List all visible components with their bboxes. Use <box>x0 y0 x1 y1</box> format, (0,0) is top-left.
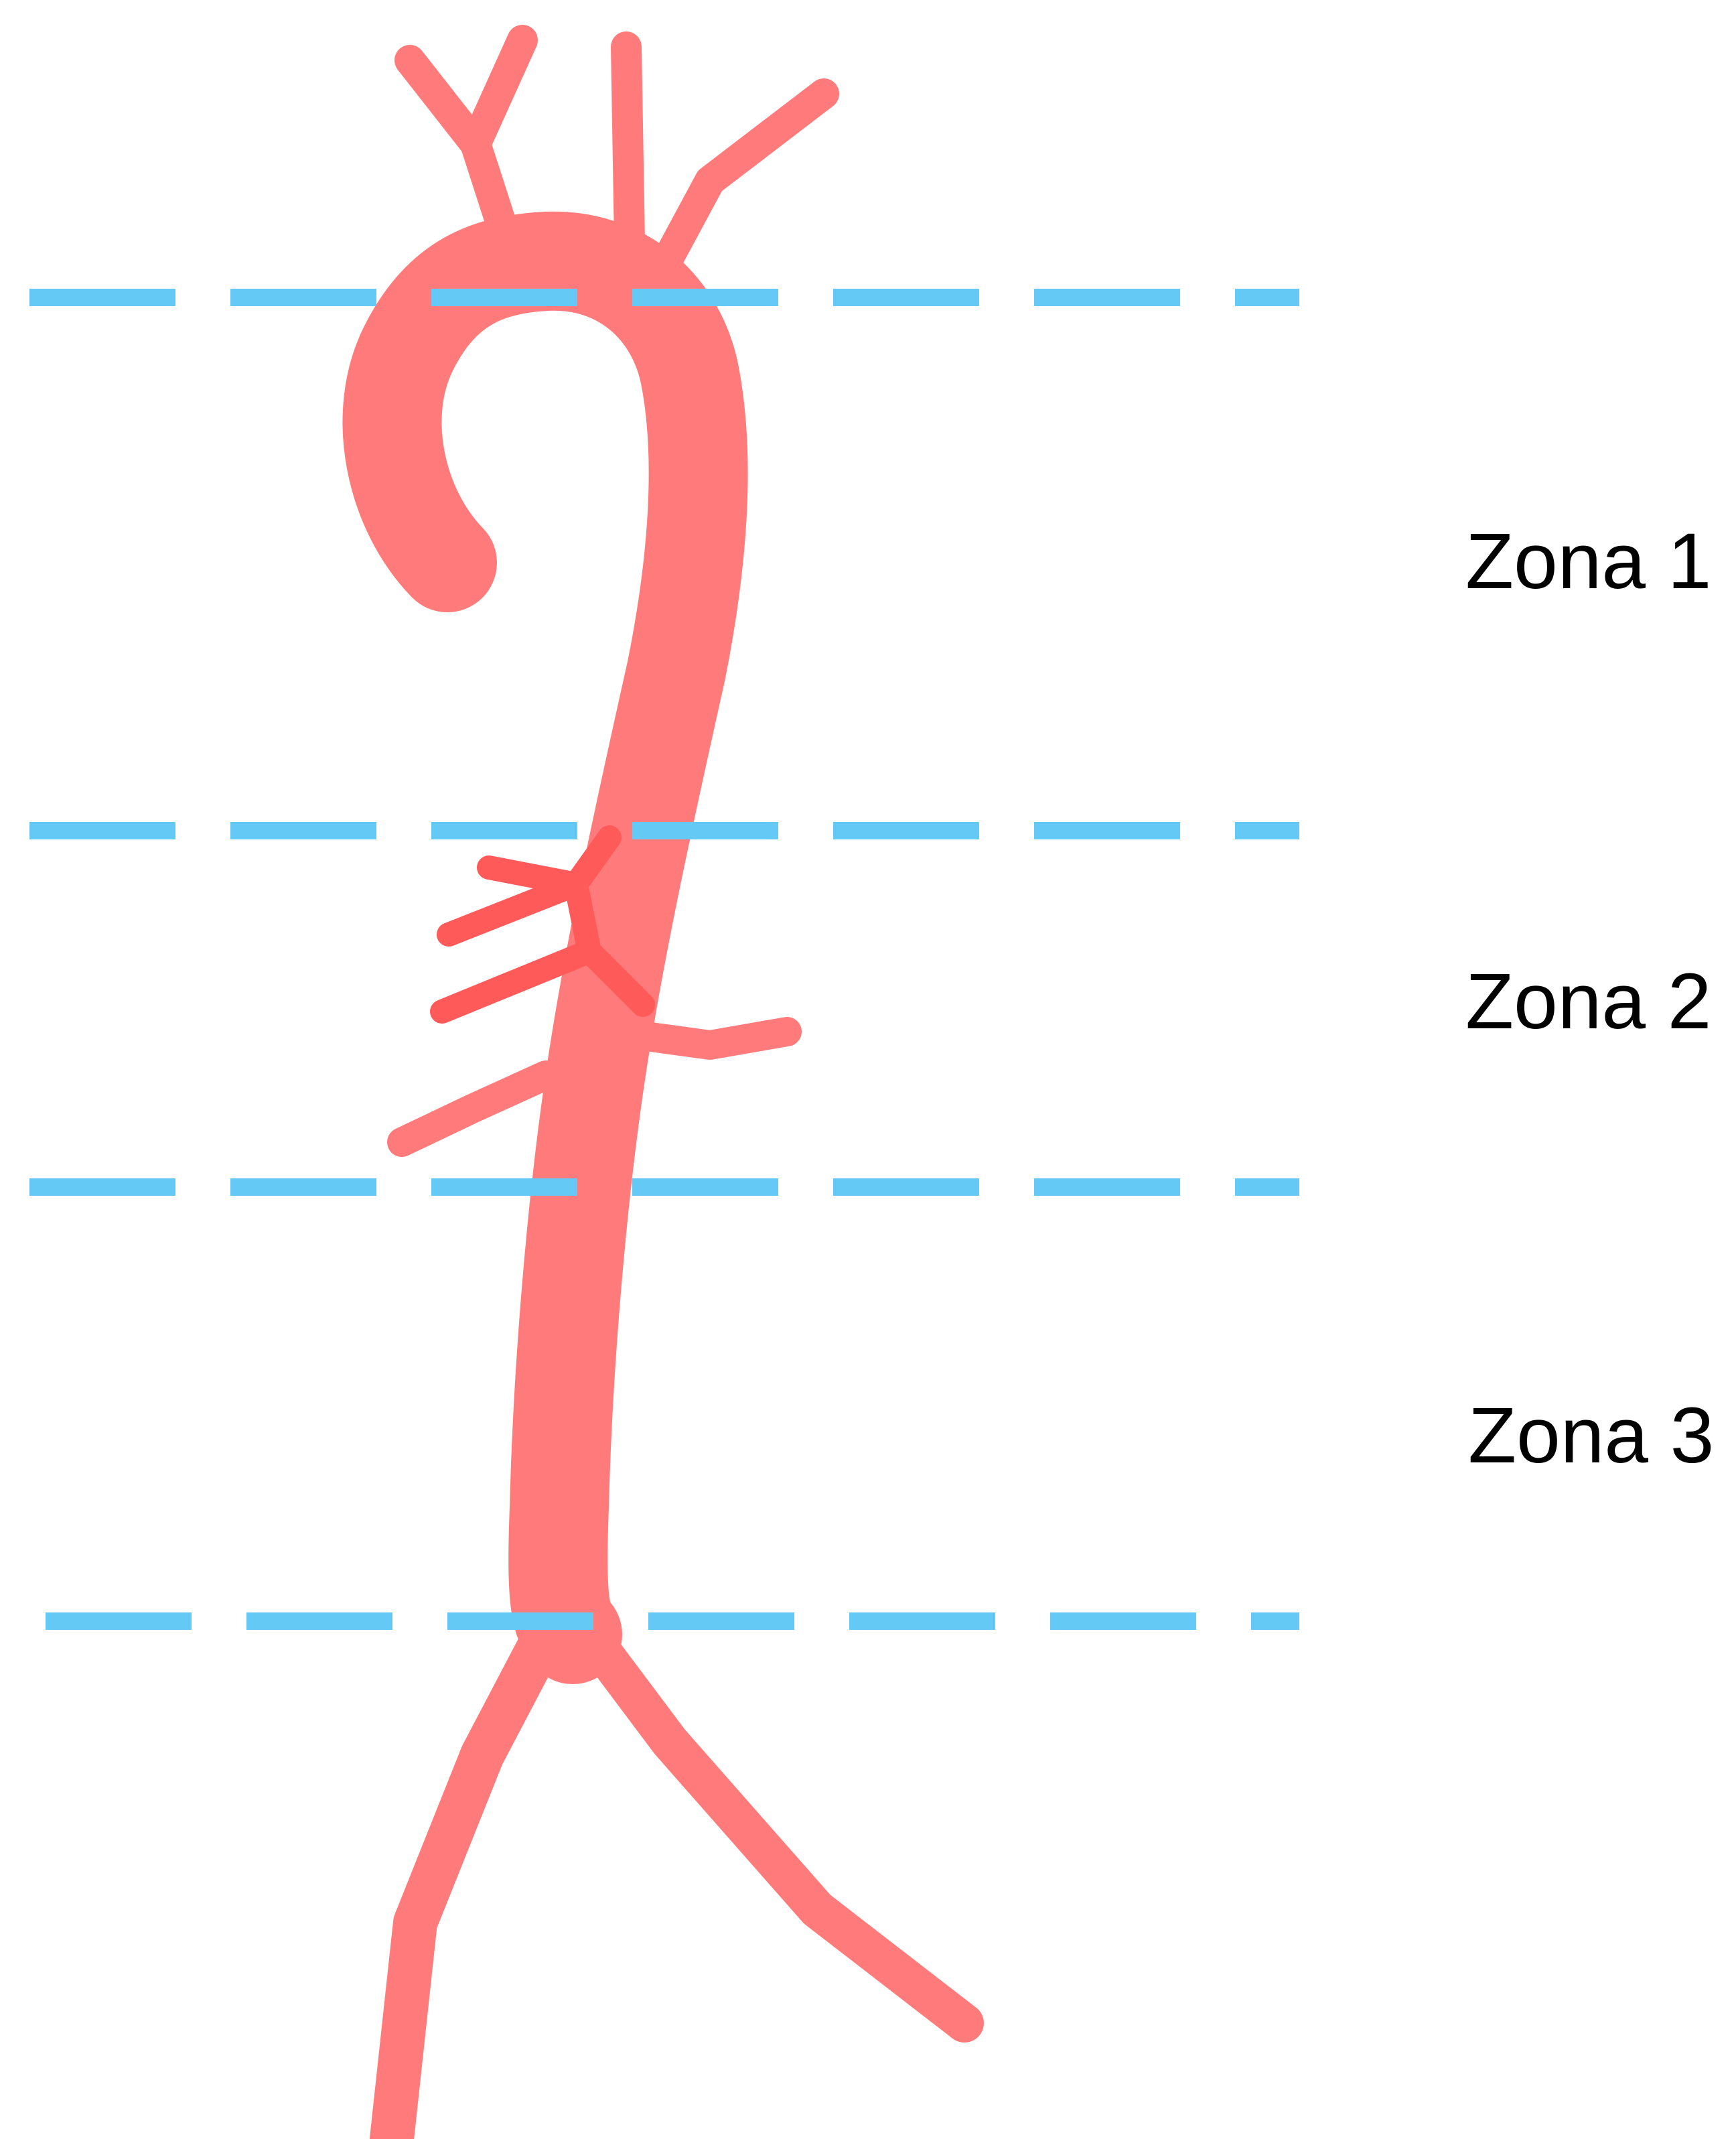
left-carotid-branch <box>626 47 630 241</box>
aortic-arch <box>392 261 698 1635</box>
right-iliac-branch <box>392 1621 553 2139</box>
renal-branch-left <box>402 1075 546 1142</box>
zone-1-label: Zona 1 <box>1465 517 1711 606</box>
celiac-branch <box>636 1032 787 1045</box>
left-subclavian-branch <box>663 94 824 268</box>
left-iliac-branch <box>579 1621 964 2023</box>
zone-2-label: Zona 2 <box>1465 957 1711 1046</box>
aorta <box>392 40 964 2139</box>
zone-3-label: Zona 3 <box>1468 1391 1714 1480</box>
